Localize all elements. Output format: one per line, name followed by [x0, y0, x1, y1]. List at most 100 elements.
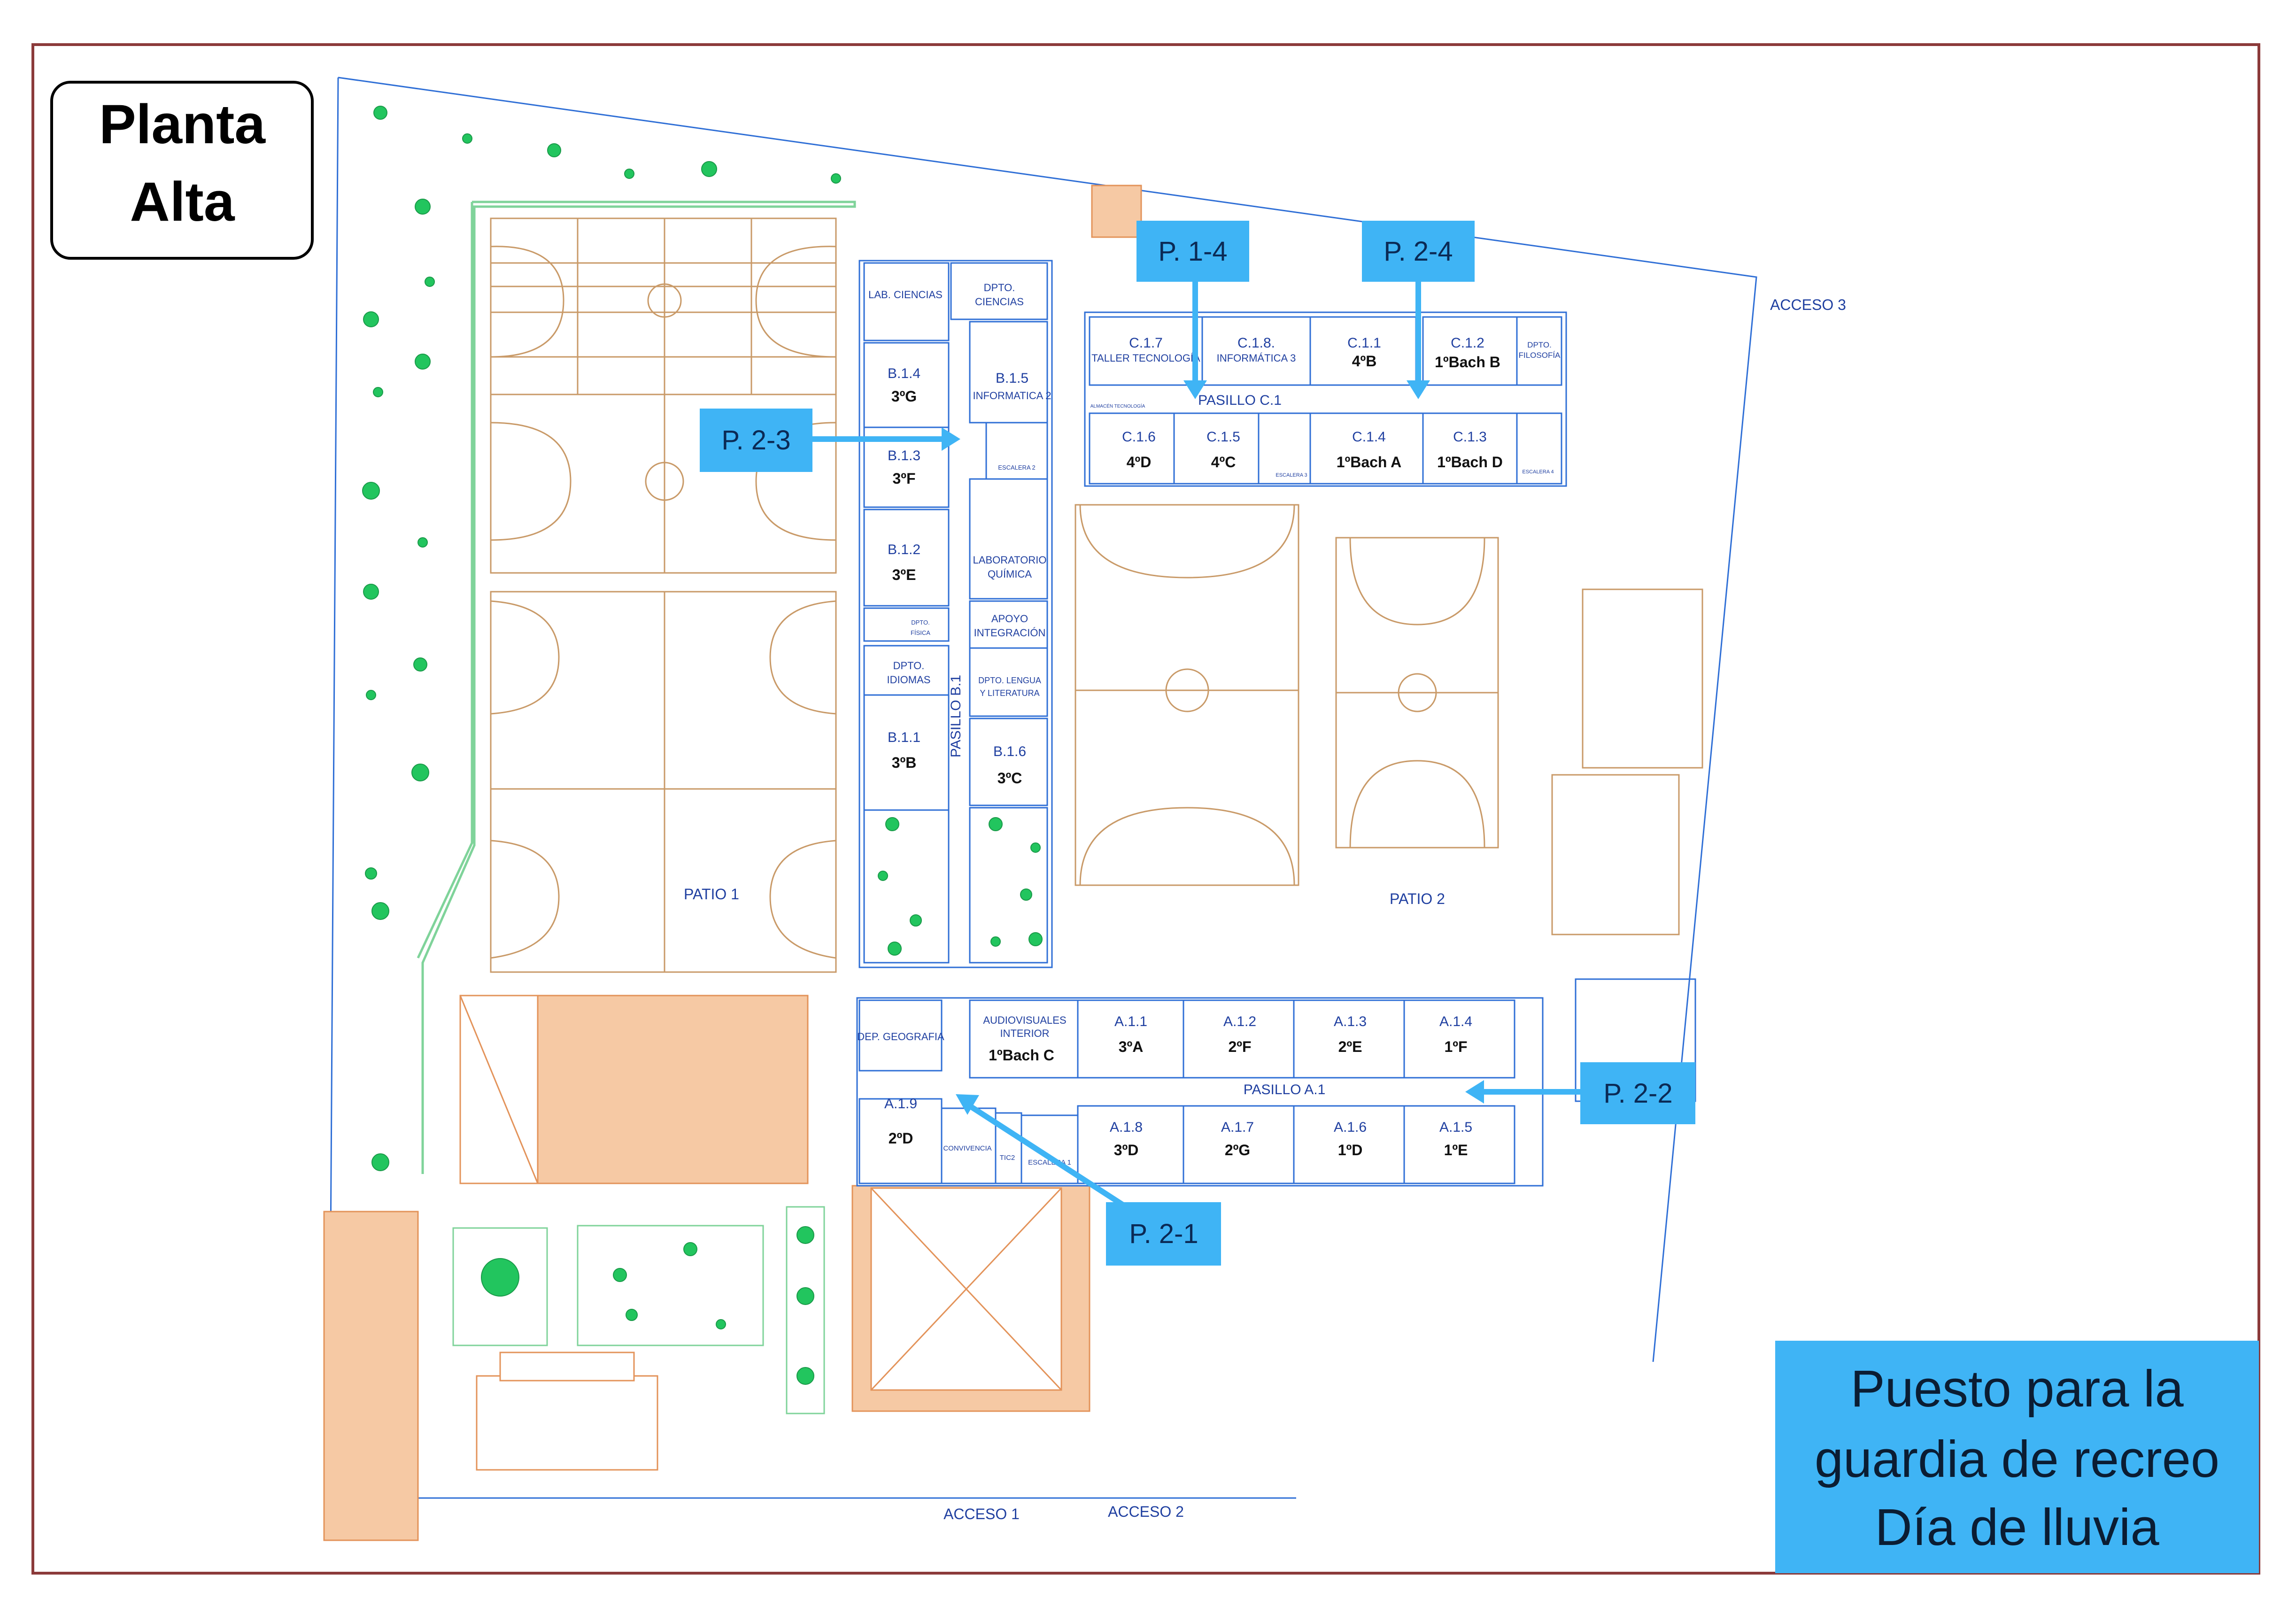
- room-b12-code: B.1.2: [888, 542, 920, 557]
- post-p22: P. 2-2: [1580, 1062, 1695, 1124]
- room-tic2: TIC2: [1000, 1154, 1015, 1162]
- room-a15-code: A.1.5: [1439, 1120, 1472, 1135]
- room-dpto-idiomas-l1: DPTO.: [893, 660, 925, 672]
- post-p22-label: P. 2-2: [1603, 1078, 1672, 1109]
- room-c16-group: 4ºD: [1127, 454, 1152, 471]
- room-c11-code: C.1.1: [1347, 335, 1381, 351]
- patio1-courts: [490, 217, 837, 973]
- room-a19-code: A.1.9: [884, 1096, 917, 1112]
- room-c17-sub: TALLER TECNOLOGÍA: [1091, 352, 1200, 364]
- post-p24: P. 2-4: [1362, 221, 1475, 282]
- room-c13-code: C.1.3: [1453, 429, 1487, 445]
- room-b16-code: B.1.6: [993, 744, 1026, 759]
- room-b13-code: B.1.3: [888, 448, 920, 463]
- note-line2: guardia de recreo: [1815, 1430, 2219, 1488]
- room-b15-code: B.1.5: [996, 371, 1028, 386]
- room-b16-group: 3ºC: [997, 770, 1022, 787]
- room-b13-group: 3ºF: [892, 470, 915, 487]
- room-c16-code: C.1.6: [1122, 429, 1156, 445]
- post-p23-label: P. 2-3: [721, 425, 790, 456]
- room-dpto-fisica-l1: DPTO.: [911, 619, 930, 626]
- access-3-label: ACCESO 3: [1770, 296, 1846, 313]
- room-a16-group: 1ºD: [1338, 1142, 1363, 1159]
- room-c12-code: C.1.2: [1451, 335, 1484, 351]
- room-dpto-filosofia-l2: FILOSOFÍA: [1519, 351, 1561, 360]
- room-b11-group: 3ºB: [892, 754, 917, 771]
- patio2-label: PATIO 2: [1390, 890, 1445, 907]
- title-line2: Alta: [130, 171, 235, 233]
- room-lab-quimica-l1: LABORATORIO: [973, 554, 1047, 566]
- room-a13-code: A.1.3: [1334, 1014, 1367, 1029]
- room-a12-group: 2ºF: [1228, 1038, 1251, 1055]
- room-b12-group: 3ºE: [892, 566, 916, 583]
- room-dpto-idiomas-l2: IDIOMAS: [887, 674, 931, 686]
- patio1-label: PATIO 1: [684, 886, 739, 903]
- post-p21: P. 2-1: [1106, 1202, 1221, 1266]
- map-frame: [31, 43, 2260, 1575]
- note-line3: Día de lluvia: [1875, 1498, 2159, 1556]
- room-dpto-lengua-l1: DPTO. LENGUA: [978, 676, 1041, 685]
- room-dep-geografia: DEP. GEOGRAFIA: [857, 1031, 944, 1043]
- room-apoyo-l1: APOYO: [991, 613, 1028, 625]
- room-lab-quimica-l2: QUÍMICA: [988, 568, 1032, 580]
- room-a18-code: A.1.8: [1110, 1120, 1143, 1135]
- room-convivencia: CONVIVENCIA: [943, 1144, 991, 1152]
- room-c18-code: C.1.8.: [1237, 335, 1275, 351]
- room-b14-code: B.1.4: [888, 366, 920, 381]
- room-a16-code: A.1.6: [1334, 1120, 1367, 1135]
- room-c17-code: C.1.7: [1129, 335, 1163, 351]
- building-b-labels: LAB. CIENCIAS DPTO. CIENCIAS B.1.4 3ºG B…: [868, 282, 1051, 787]
- green-boundary: [417, 201, 856, 1174]
- post-p14-label: P. 1-4: [1158, 236, 1227, 267]
- room-audiovisuales-l2: INTERIOR: [1000, 1027, 1049, 1039]
- room-c11-group: 4ºB: [1352, 353, 1377, 370]
- room-b14-group: 3ºG: [891, 388, 917, 405]
- room-b15-sub: INFORMATICA 2: [973, 390, 1051, 402]
- access-2-label: ACCESO 2: [1108, 1503, 1184, 1520]
- room-c15-code: C.1.5: [1206, 429, 1240, 445]
- label-escalera2: ESCALERA 2: [998, 464, 1036, 471]
- post-p14: P. 1-4: [1136, 221, 1249, 282]
- room-dpto-fisica-l2: FÍSICA: [911, 629, 930, 636]
- room-a15-group: 1ºE: [1444, 1142, 1468, 1159]
- room-dpto-ciencias-l2: CIENCIAS: [975, 296, 1024, 308]
- post-arrows: [812, 282, 1580, 1207]
- gardens: [452, 1206, 825, 1414]
- label-almacen-tec: ALMACÉN TECNOLOGÍA: [1090, 403, 1145, 409]
- post-p24-label: P. 2-4: [1384, 236, 1453, 267]
- room-a17-group: 2ºG: [1225, 1142, 1250, 1159]
- label-escalera4: ESCALERA 4: [1522, 469, 1554, 475]
- corridor-a1-label: PASILLO A.1: [1244, 1082, 1326, 1097]
- room-a11-group: 3ºA: [1119, 1038, 1144, 1055]
- room-c13-group: 1ºBach D: [1437, 454, 1503, 471]
- access-1-label: ACCESO 1: [943, 1506, 1020, 1522]
- building-c-labels: C.1.7 TALLER TECNOLOGÍA C.1.8. INFORMÁTI…: [1090, 335, 1561, 478]
- room-a14-code: A.1.4: [1439, 1014, 1472, 1029]
- room-c18-sub: INFORMÁTICA 3: [1217, 352, 1296, 364]
- corridor-c1-label: PASILLO C.1: [1198, 393, 1282, 408]
- room-apoyo-l2: INTEGRACIÓN: [974, 627, 1046, 639]
- room-dpto-filosofia-l1: DPTO.: [1527, 340, 1552, 349]
- title-box: Planta Alta: [50, 81, 314, 260]
- room-a13-group: 2ºE: [1338, 1038, 1362, 1055]
- room-a12-code: A.1.2: [1223, 1014, 1256, 1029]
- room-c12-group: 1ºBach B: [1435, 354, 1500, 371]
- room-a14-group: 1ºF: [1444, 1038, 1467, 1055]
- room-c14-group: 1ºBach A: [1337, 454, 1402, 471]
- label-escalera3: ESCALERA 3: [1276, 472, 1307, 478]
- room-lab-ciencias: LAB. CIENCIAS: [868, 289, 943, 301]
- room-b11-code: B.1.1: [888, 730, 920, 745]
- room-a18-group: 3ºD: [1114, 1142, 1139, 1159]
- note-box: Puesto para la guardia de recreo Día de …: [1775, 1341, 2259, 1573]
- room-dpto-lengua-l2: Y LITERATURA: [980, 688, 1039, 698]
- room-audiovisuales-l1: AUDIOVISUALES: [983, 1014, 1066, 1026]
- room-c15-group: 4ºC: [1211, 454, 1236, 471]
- patio2-courts: [1075, 504, 1703, 935]
- room-dpto-ciencias-l1: DPTO.: [984, 282, 1015, 294]
- corridor-b1-label: PASILLO B.1: [948, 675, 964, 757]
- building-b: [858, 260, 1053, 968]
- room-a17-code: A.1.7: [1221, 1120, 1254, 1135]
- title-line1: Planta: [99, 93, 266, 155]
